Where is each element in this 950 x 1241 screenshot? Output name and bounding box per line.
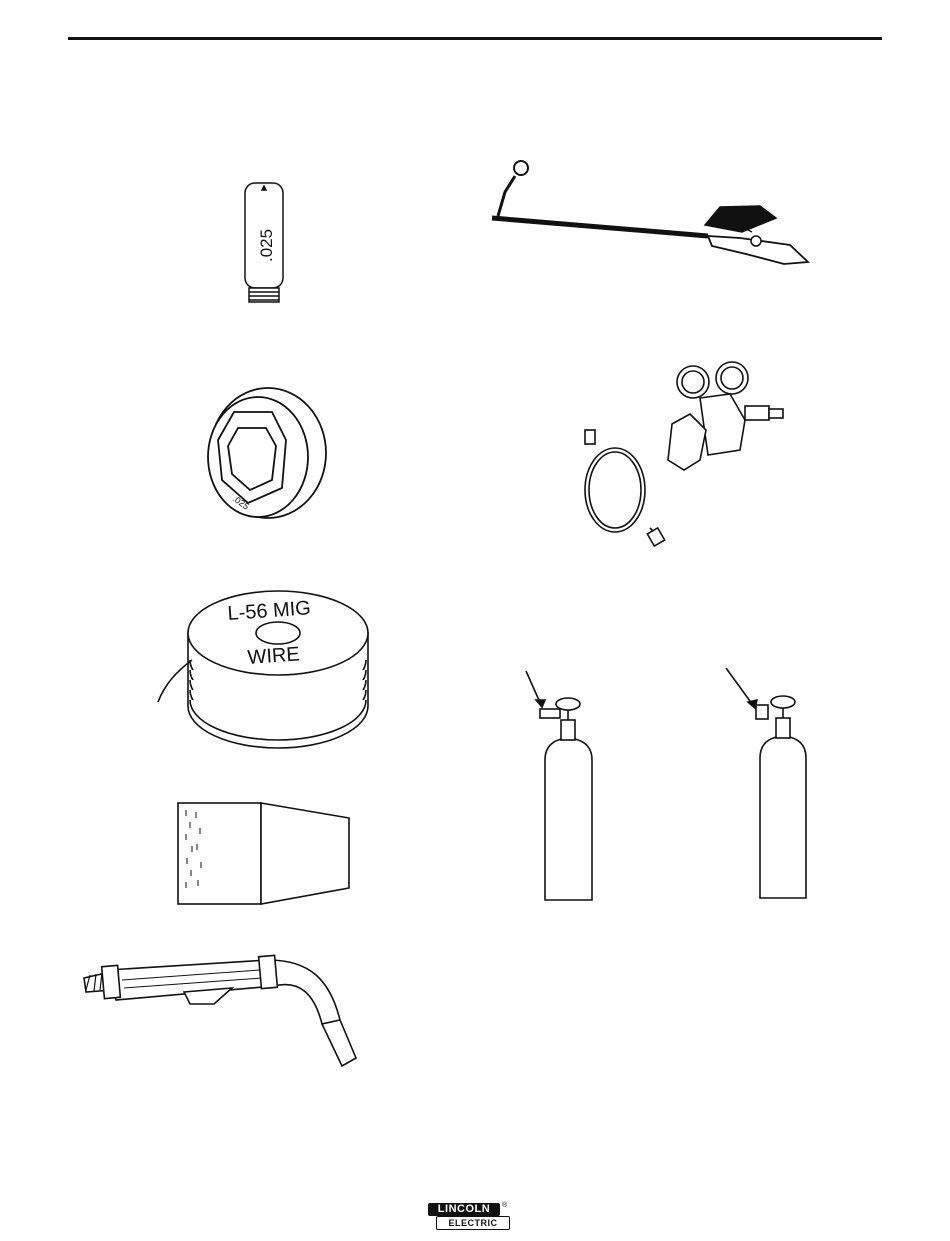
ground-clamp-illustration — [492, 161, 808, 264]
gas-cylinder-right-illustration — [726, 668, 806, 898]
contact-tip-size-label: .025 — [257, 229, 276, 262]
nozzle-illustration — [178, 803, 349, 904]
logo-line1: LINCOLN — [428, 1203, 500, 1216]
regulator-and-hose-illustration — [585, 362, 783, 546]
mig-gun-illustration — [84, 955, 356, 1066]
gas-cylinder-left-illustration — [526, 671, 592, 900]
logo-line2: ELECTRIC — [436, 1216, 510, 1230]
wire-spool-illustration: L-56 MIG WIRE — [158, 591, 368, 748]
logo-registered-mark: ® — [502, 1202, 507, 1209]
lincoln-electric-logo: LINCOLN ELECTRIC ® — [428, 1203, 510, 1230]
spool-label-line2: WIRE — [247, 643, 301, 669]
drive-roll-illustration: .025 — [208, 388, 326, 518]
contact-tip-illustration: .025 — [245, 183, 283, 302]
